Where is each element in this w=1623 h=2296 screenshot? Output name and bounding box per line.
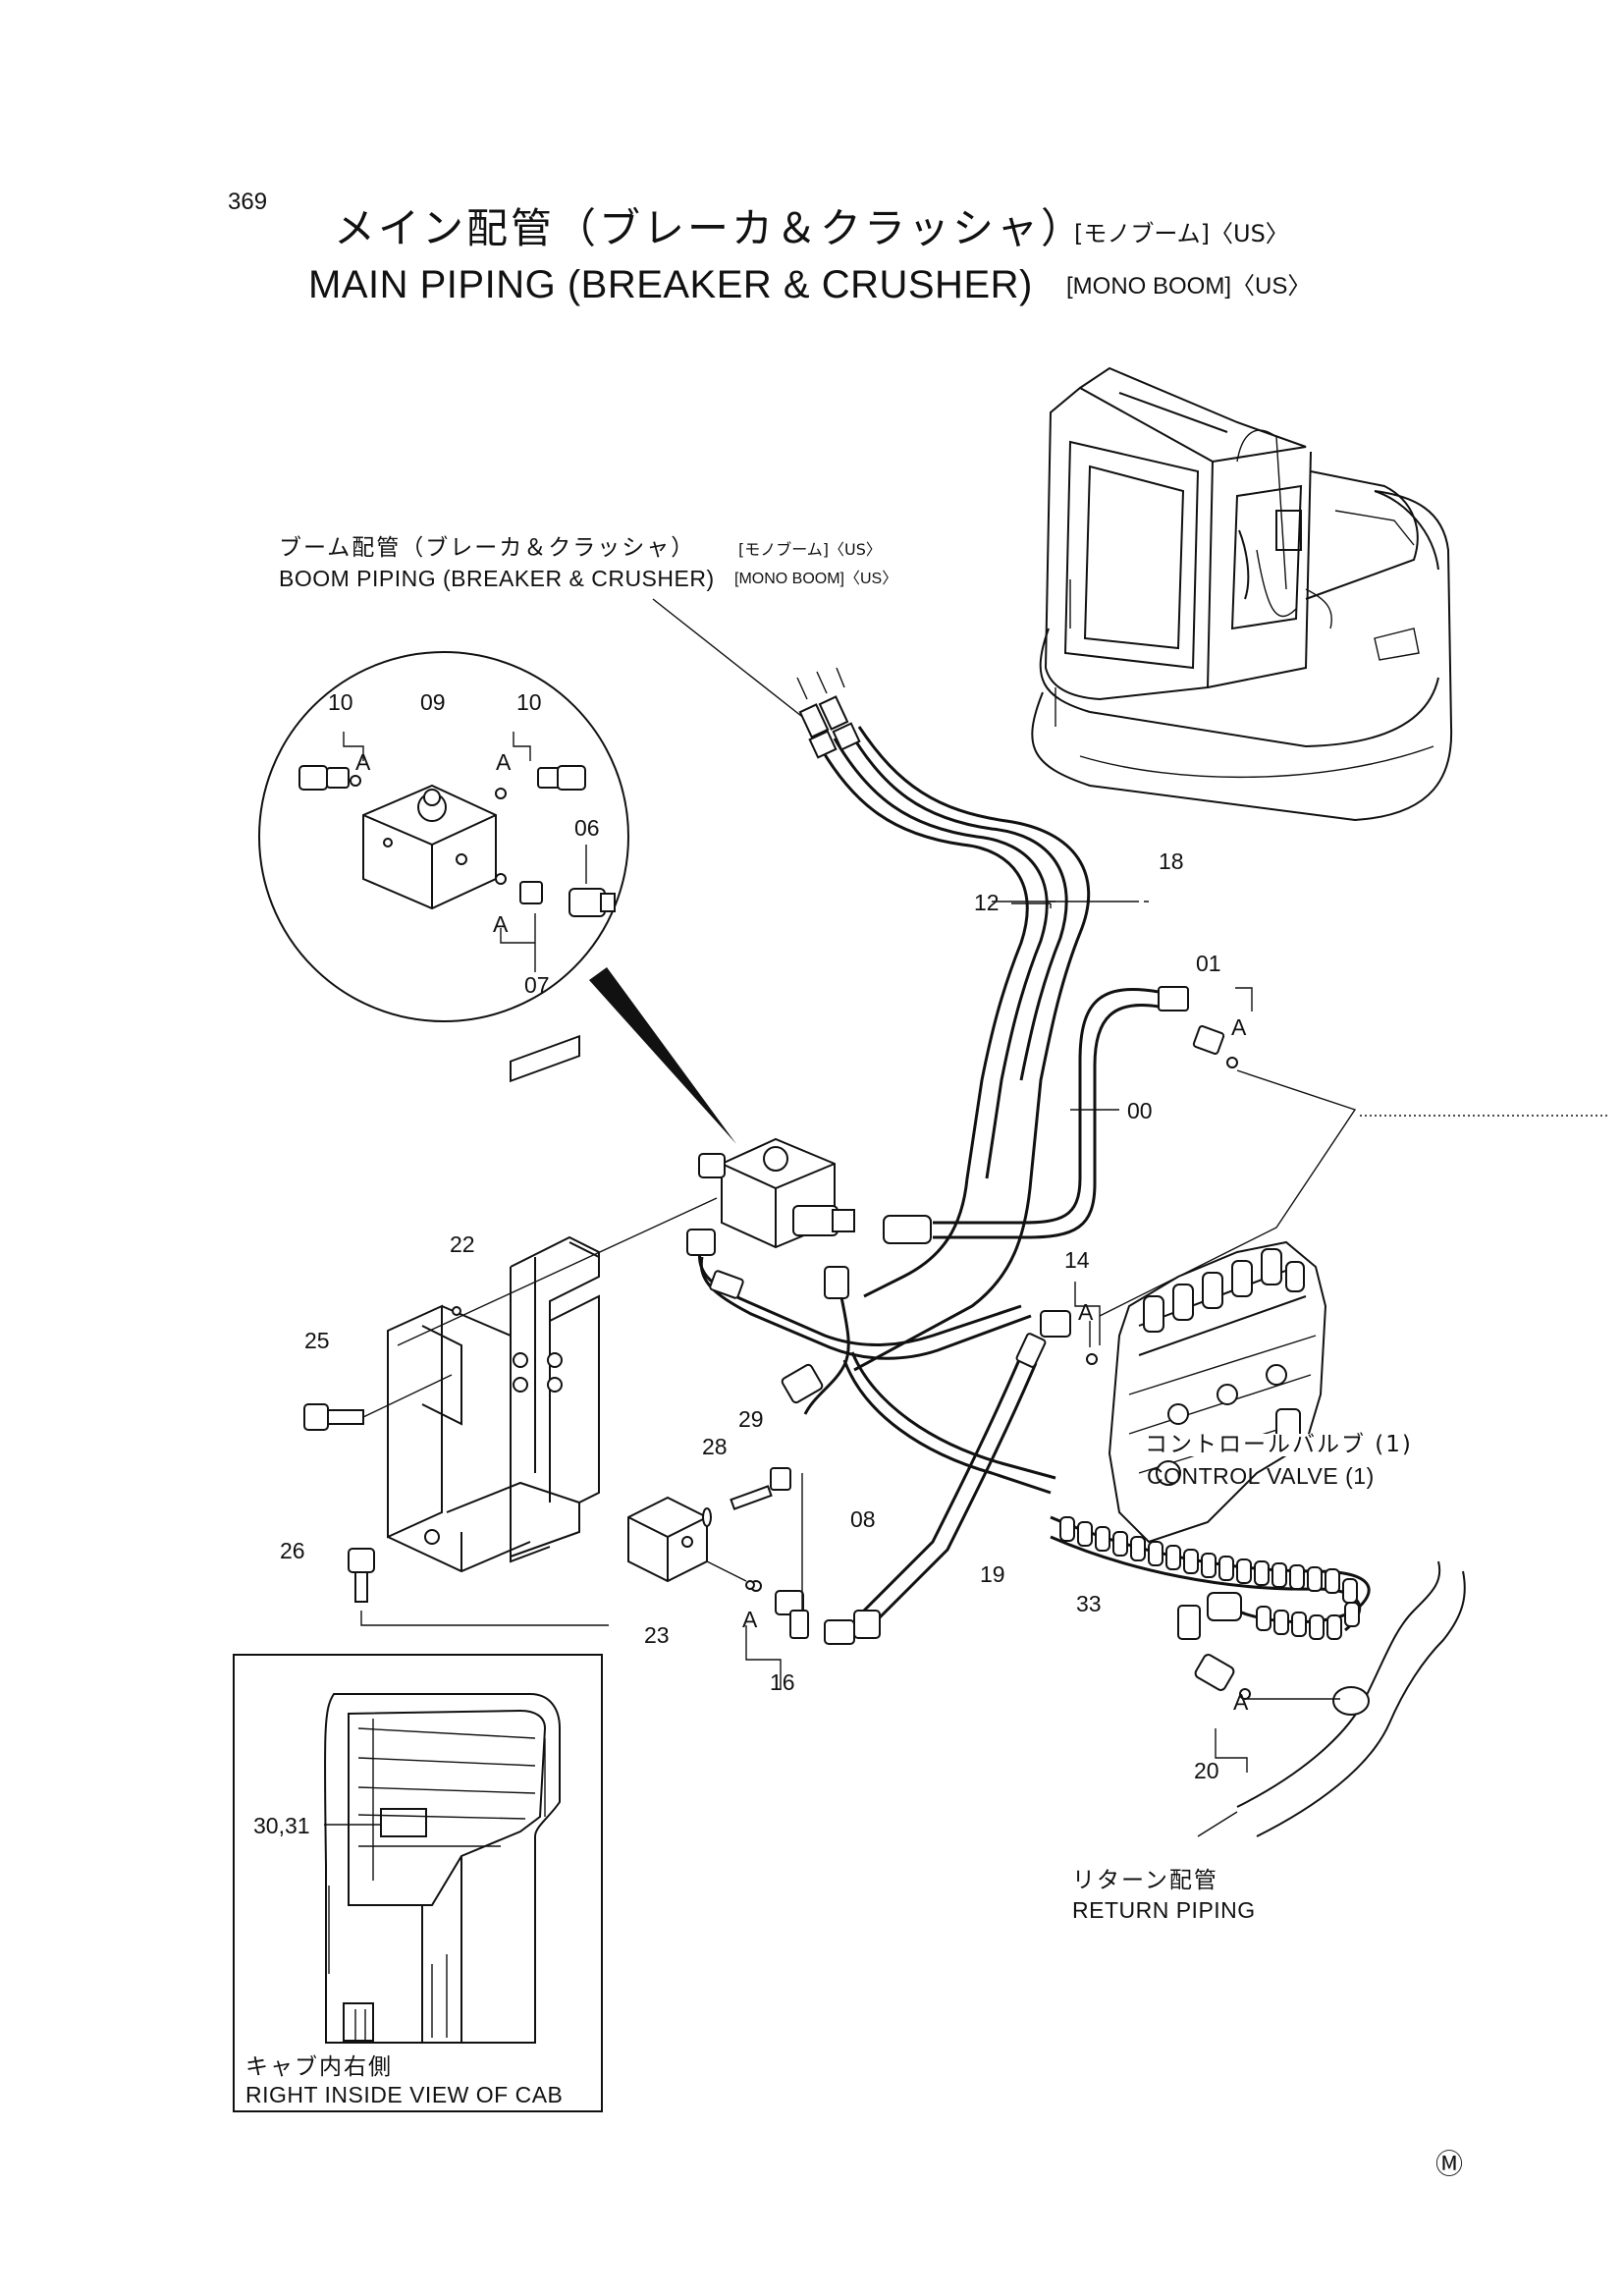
part-label-14: 14	[1064, 1247, 1090, 1273]
part-label-01: 01	[1196, 951, 1221, 976]
a-mark-4: A	[1231, 1014, 1247, 1040]
part-label-08: 08	[850, 1506, 876, 1532]
detail-circle	[258, 651, 736, 1144]
part-label-07: 07	[524, 972, 550, 998]
part-label-25: 25	[304, 1328, 330, 1353]
cab-view-label-jp: キャブ内右側	[245, 2054, 393, 2080]
cab-view-label-en: RIGHT INSIDE VIEW OF CAB	[245, 2082, 564, 2107]
leader-lines	[992, 901, 1610, 1317]
hose-33	[1050, 1515, 1371, 1700]
hose-12-18	[796, 667, 1091, 1372]
title-jp: メイン配管（ブレーカ＆クラッシャ）	[334, 204, 1086, 252]
bolt-25	[303, 1374, 453, 1431]
title-en: MAIN PIPING (BREAKER & CRUSHER)	[308, 263, 1033, 306]
part-label-20: 20	[1194, 1758, 1219, 1783]
part-label-26: 26	[280, 1538, 305, 1563]
page-number: 369	[228, 189, 268, 215]
excavator-illustration	[1031, 366, 1453, 822]
cab-inset	[233, 1654, 603, 2112]
part-label-23: 23	[644, 1622, 670, 1648]
a-mark-7: A	[1233, 1689, 1249, 1715]
part-label-29: 29	[738, 1406, 764, 1432]
boom-piping-label-en: BOOM PIPING (BREAKER & CRUSHER)	[279, 566, 715, 591]
a-mark-5: A	[1078, 1299, 1094, 1325]
part-label-10-right: 10	[516, 689, 542, 715]
boom-piping-label-en-suffix: [MONO BOOM]〈US〉	[734, 571, 898, 587]
part-label-00: 00	[1127, 1098, 1153, 1123]
part-label-22: 22	[450, 1231, 475, 1257]
control-valve-illustration	[1074, 1240, 1327, 1544]
part-label-19: 19	[980, 1561, 1005, 1587]
return-piping-label-en: RETURN PIPING	[1072, 1897, 1256, 1923]
title-en-suffix: [MONO BOOM]〈US〉	[1066, 273, 1312, 300]
part-label-12: 12	[974, 890, 1000, 915]
boom-piping-label-jp-suffix: [モノブーム]〈US〉	[738, 540, 882, 559]
valve-block-assembly	[397, 1137, 855, 1346]
control-valve-label-jp: コントロールバルブ (1)	[1145, 1432, 1413, 1457]
a-mark-1: A	[355, 749, 371, 775]
a-mark-3: A	[493, 911, 509, 937]
boom-piping-leader	[652, 598, 816, 728]
boom-piping-label-jp: ブーム配管（ブレーカ＆クラッシャ）	[279, 535, 696, 561]
lower-hoses	[686, 1229, 1071, 1689]
part-label-18: 18	[1159, 848, 1184, 874]
part-label-10-left: 10	[328, 689, 353, 715]
hose-00	[883, 986, 1238, 1244]
title-jp-suffix: [モノブーム]〈US〉	[1074, 220, 1289, 247]
part-label-30-31: 30,31	[253, 1813, 310, 1838]
block-23-assembly	[627, 1467, 791, 1590]
part-label-06: 06	[574, 815, 600, 841]
a-mark-2: A	[496, 749, 512, 775]
bracket-22	[387, 1034, 600, 1573]
part-label-16: 16	[770, 1669, 795, 1695]
return-pipe	[1197, 1560, 1466, 1837]
control-valve-label-en: CONTROL VALVE (1)	[1147, 1463, 1375, 1489]
part-label-33: 33	[1076, 1591, 1102, 1616]
part-label-28: 28	[702, 1434, 728, 1459]
m-mark: Ⓜ	[1435, 2148, 1464, 2180]
return-piping-label-jp: リターン配管	[1072, 1868, 1218, 1893]
bolt-26	[348, 1548, 609, 1626]
part-label-09: 09	[420, 689, 446, 715]
a-mark-6: A	[742, 1607, 758, 1632]
